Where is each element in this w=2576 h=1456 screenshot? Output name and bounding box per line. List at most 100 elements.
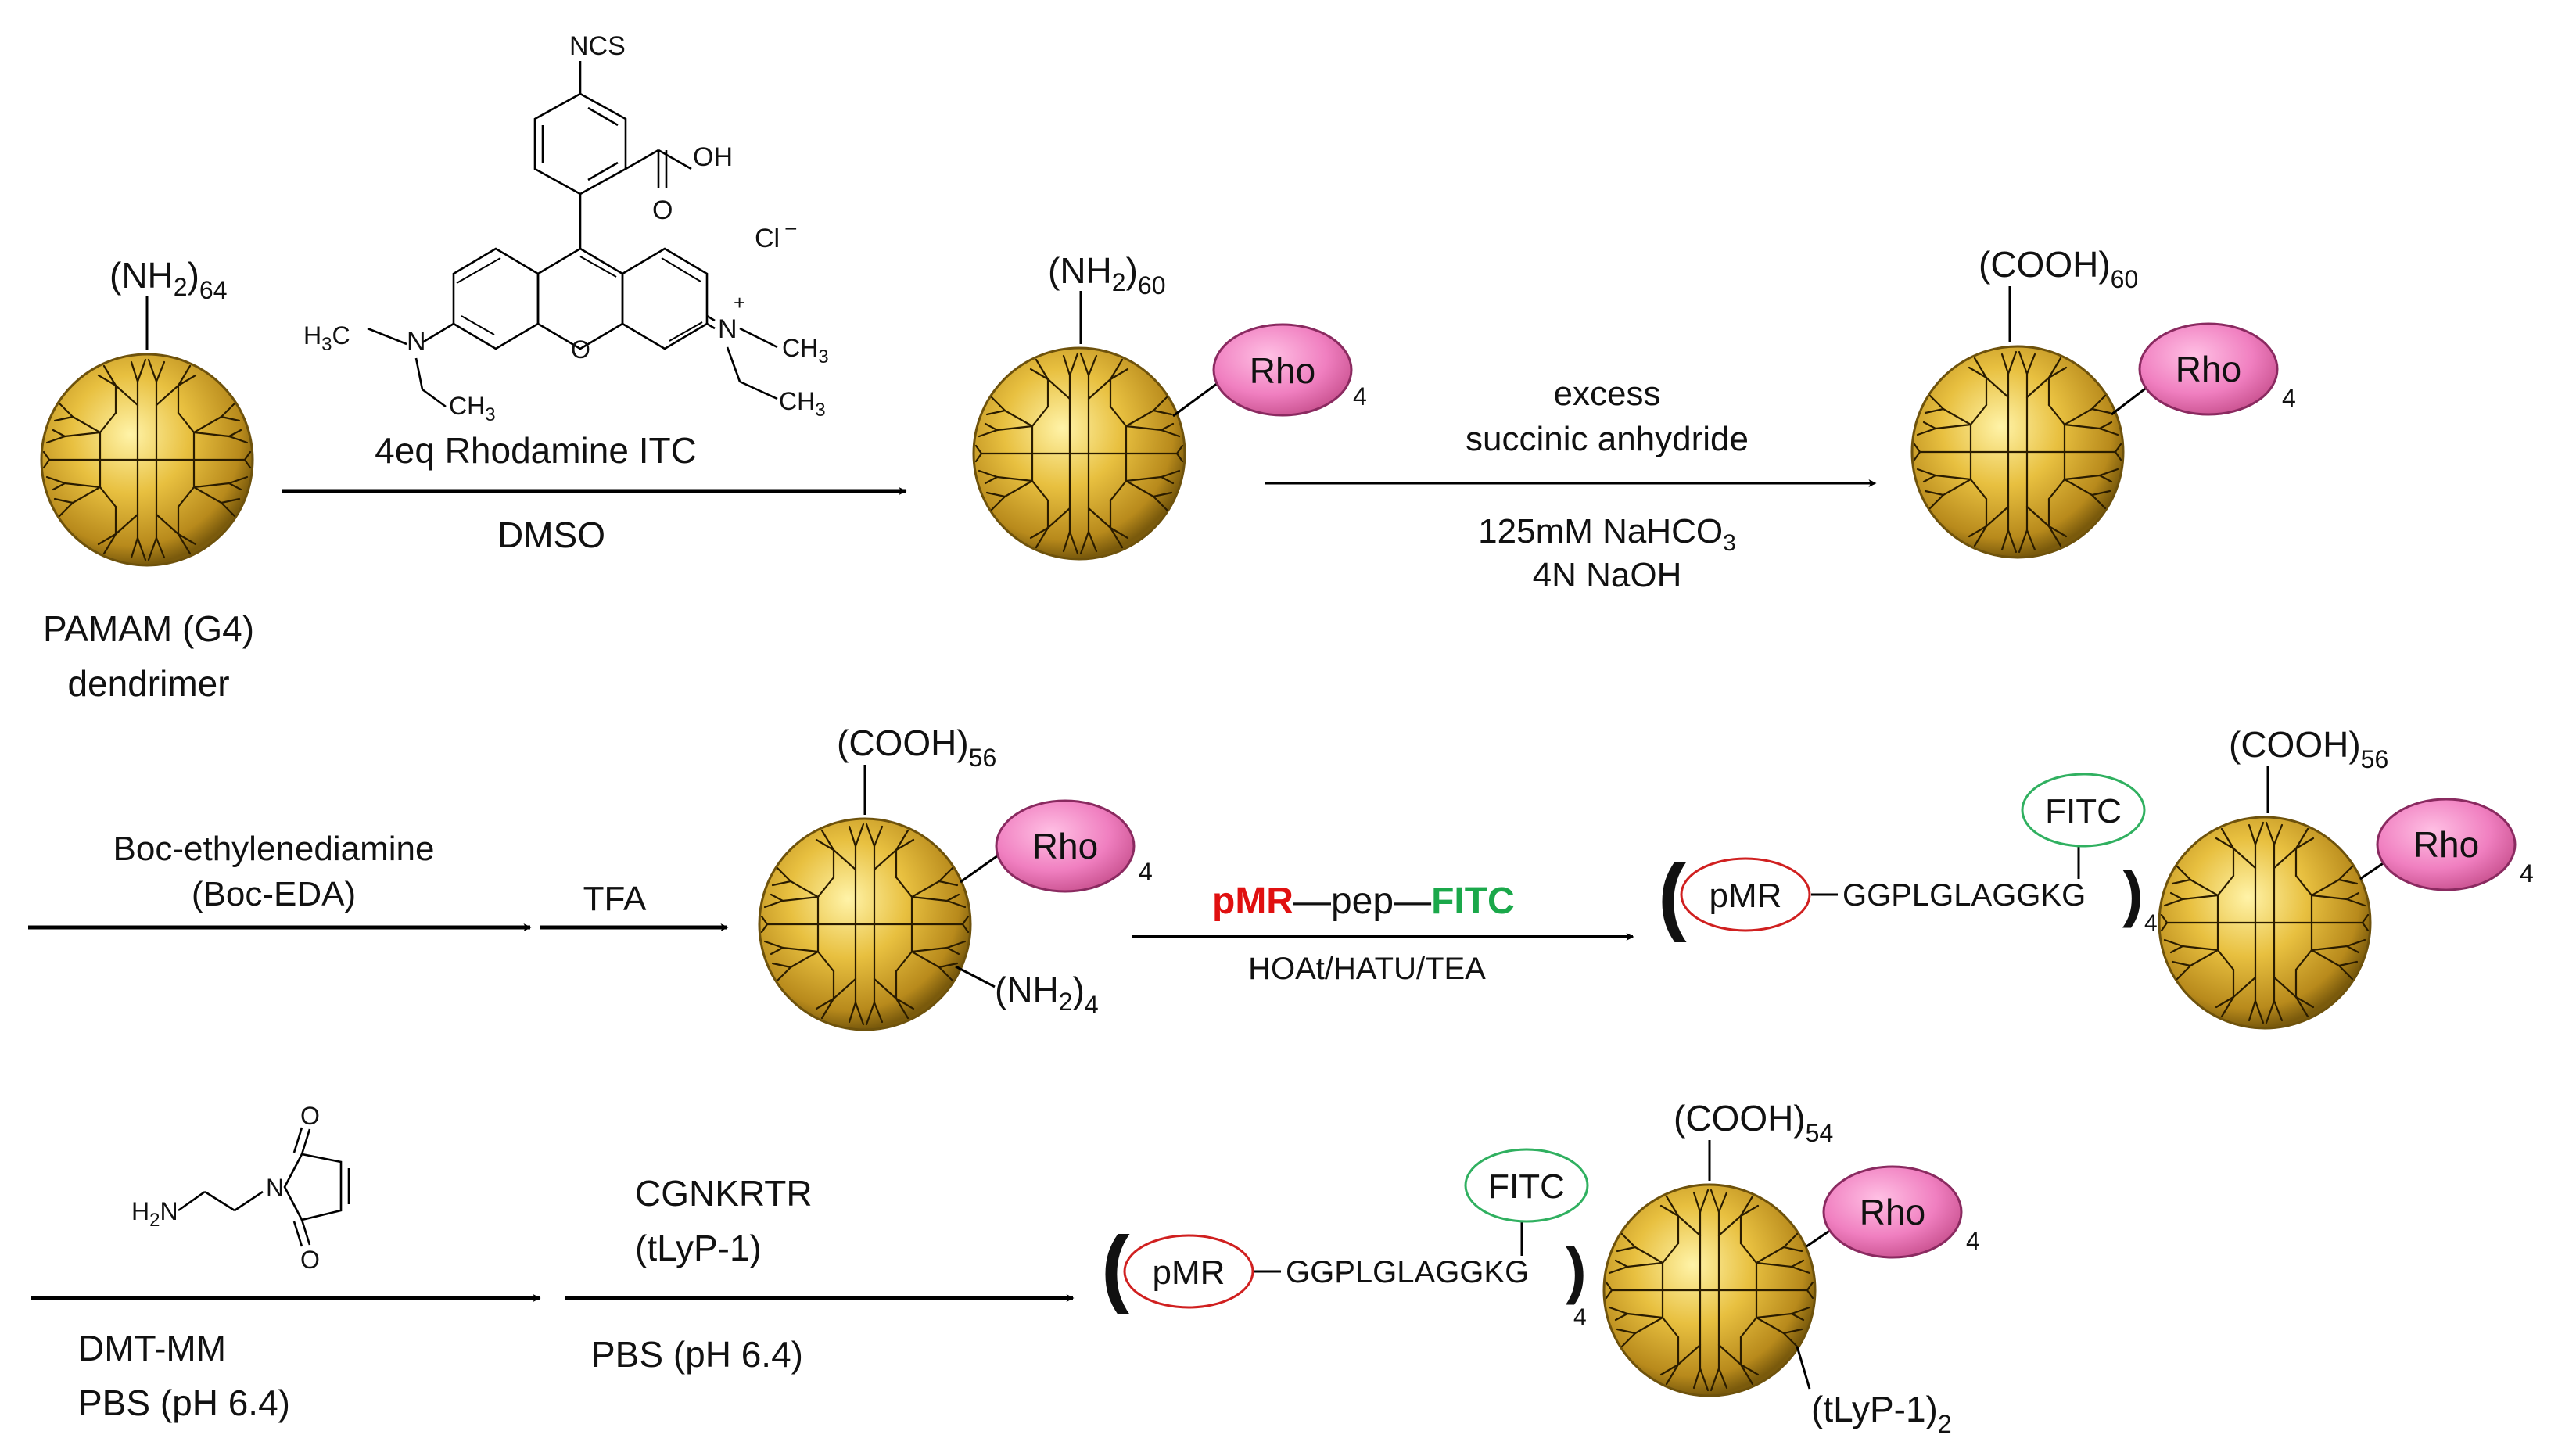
p3-count: 56 [969,744,997,772]
product-5: ( pMR GGPLGLAGGKG FITC ) 4 (COOH)54 Rho … [1101,1098,1980,1438]
p5-tlyp-count: 2 [1938,1410,1952,1438]
amine-maleimide-structure: H2N N O O [131,1102,350,1274]
p1-rho-count: 4 [1353,382,1367,411]
svg-text:(tLyP-1)2: (tLyP-1)2 [1811,1389,1952,1438]
p5-group: (COOH) [1674,1098,1806,1139]
maleimide-ring [283,1153,343,1221]
row3-arrow1-below2: PBS (pH 6.4) [78,1382,290,1423]
svg-text:(NH2)4: (NH2)4 [995,970,1099,1019]
arrow5-fitc: FITC [1431,880,1515,922]
p3-group: (COOH) [837,723,969,763]
p3-rho: Rho [1032,826,1098,866]
rho-bubble [995,799,1136,893]
p5-count: 54 [1806,1119,1834,1147]
p5-paren-close: ) [1566,1235,1587,1305]
o-bottom-label: O [300,1246,320,1274]
p5-fitc: FITC [1488,1167,1565,1206]
carbonyl-o-label: O [652,195,673,225]
svg-text:pMR—pep—FITC: pMR—pep—FITC [1212,880,1515,922]
p3-rho-count: 4 [1139,858,1153,886]
left-h3c-label: H3C [303,321,350,355]
start-sub: 2 [174,273,188,301]
reaction-arrow-3: Boc-ethylenediamine (Boc-EDA) [28,830,532,931]
p5-pmr: pMR [1153,1253,1225,1292]
xanthene-right [621,247,709,350]
row3-arrow2-above2: (tLyP-1) [635,1228,762,1268]
right-ch3-bottom-label: CH3 [779,387,826,421]
rho-bubble [1822,1165,1963,1259]
right-ch3-top-label: CH3 [782,334,829,368]
fitc-oval [2021,773,2146,848]
dendrimer-icon [40,353,254,567]
arrow5-below: HOAt/HATU/TEA [1248,952,1486,986]
p4-pep-count: 4 [2144,910,2158,936]
p5-rho-count: 4 [1966,1227,1980,1255]
p5-rho: Rho [1860,1192,1925,1232]
ring-o-label: O [571,335,590,364]
p2-count: 60 [2111,265,2139,293]
p4-rho: Rho [2413,824,2479,865]
maleimide-n-label: N [266,1174,284,1202]
product-2: (COOH)60 Rho 4 [1910,244,2296,559]
p4-rho-count: 4 [2520,859,2534,888]
rho-bubble [2138,322,2279,416]
product-4: ( pMR GGPLGLAGGKG FITC ) 4 (COOH)56 Rho … [1658,724,2534,1030]
p4-fitc: FITC [2045,792,2122,830]
row3-arrow2-below: PBS (pH 6.4) [591,1334,803,1375]
ncs-label: NCS [569,31,626,61]
pamam-start: (NH2)64 PAMAM (G4) dendrimer [40,255,254,704]
p1-group: (NH [1048,250,1112,291]
p4-pmr: pMR [1710,877,1782,915]
row2-arrow1-above1: Boc-ethylenediamine [113,830,435,868]
reaction-arrow-5: pMR—pep—FITC HOAt/HATU/TEA [1132,880,1634,986]
start-name-line1: PAMAM (G4) [43,608,254,649]
reaction-arrow-7: CGNKRTR (tLyP-1) PBS (pH 6.4) [565,1173,1075,1375]
row3-arrow2-above1: CGNKRTR [635,1173,813,1214]
product-1: (NH2)60 Rho 4 [972,250,1367,561]
dendrimer-icon [1602,1183,1817,1397]
h2n-label: H2N [131,1197,178,1231]
svg-text:(COOH)54: (COOH)54 [1674,1098,1833,1147]
svg-text:(NH2)60: (NH2)60 [1048,250,1165,299]
fitc-oval [1464,1148,1589,1223]
reaction-arrow-6: DMT-MM PBS (pH 6.4) [31,1294,541,1423]
right-plus-label: + [734,291,745,314]
row3-arrow1-below1: DMT-MM [78,1328,226,1368]
reaction-arrow-4: TFA [540,880,729,931]
rho-bubble [1212,323,1353,417]
dendrimer-icon [1910,345,2125,559]
svg-text:(COOH)56: (COOH)56 [837,723,996,772]
rhodamine-itc-structure: NCS OH O Cl− O N H3C CH3 [303,31,829,425]
o-top-label: O [300,1102,320,1130]
arrow1-above: 4eq Rhodamine ITC [375,430,697,471]
svg-text:(COOH)60: (COOH)60 [1979,244,2138,293]
start-group: (NH [109,255,174,296]
reaction-arrow-1: 4eq Rhodamine ITC DMSO [282,430,907,555]
p4-paren-close: ) [2122,859,2144,928]
svg-text:(COOH)56: (COOH)56 [2229,724,2388,773]
arrow2-above1: excess [1554,375,1661,413]
pmr-oval [1680,857,1811,932]
start-count: 64 [199,276,228,304]
row2-arrow1-above2: (Boc-EDA) [192,875,356,913]
dendrimer-icon [972,346,1186,561]
p4-count: 56 [2361,745,2389,773]
svg-text:(NH2)64: (NH2)64 [109,255,227,304]
p4-peptide: GGPLGLAGGKG [1842,878,2086,913]
dendrimer-icon [758,817,972,1031]
p1-count: 60 [1138,271,1166,299]
arrow5-pmr: pMR [1212,880,1293,922]
dendrimer-icon [2158,816,2372,1030]
left-n-label: N [407,327,426,357]
p1-sub: 2 [1112,268,1126,296]
p5-peptide: GGPLGLAGGKG [1286,1255,1529,1289]
p5-pep-count: 4 [1573,1304,1587,1330]
product-3: (COOH)56 Rho 4 (NH2)4 [758,723,1153,1031]
oh-label: OH [693,142,733,172]
arrow2-below1: 125mM NaHCO3 [1478,512,1736,556]
right-n-label: N [718,314,737,344]
p5-tlyp: (tLyP-1) [1811,1389,1938,1429]
pmr-oval [1123,1234,1254,1309]
start-name-line2: dendrimer [67,663,229,704]
benzene-ring [533,92,627,195]
